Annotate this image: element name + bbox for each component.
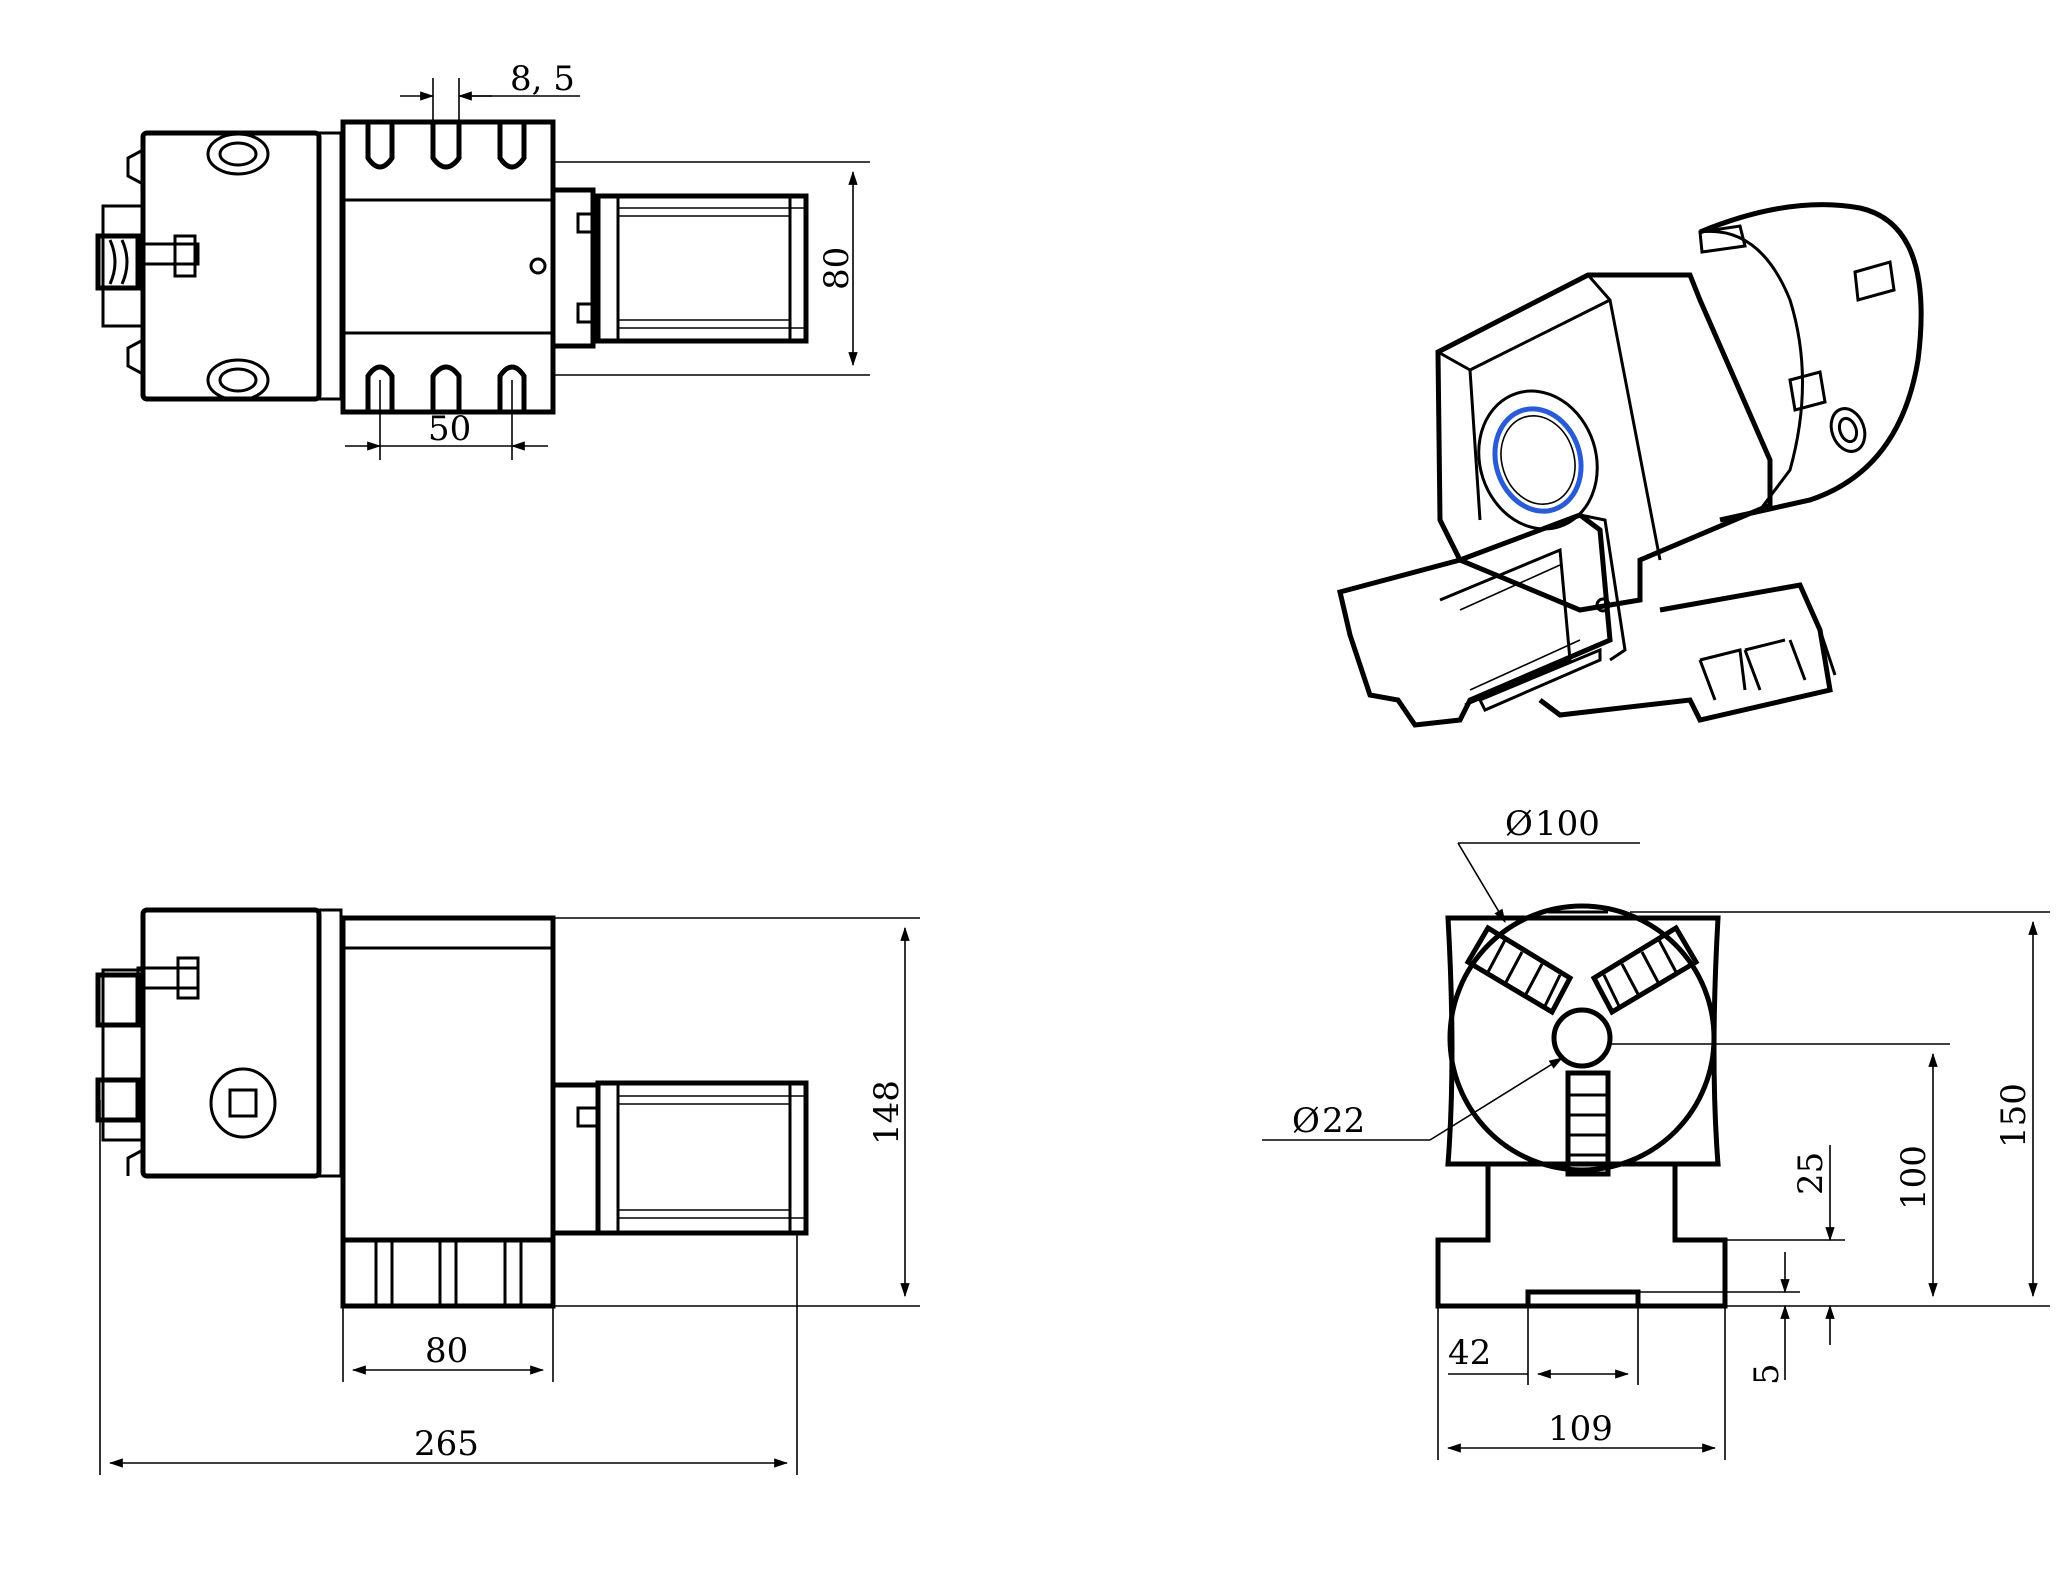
dimension-center-height: 100 (1610, 1043, 1950, 1298)
dim-label-bore-dia: 22 (1322, 1101, 1365, 1141)
top-view: 8, 5 80 50 (95, 59, 870, 460)
t-slot-top (365, 122, 527, 170)
chuck-jaw-icon (1698, 224, 1896, 412)
dimension-base-width: 109 (1446, 1306, 1726, 1460)
dimension-motor-height: 80 (553, 161, 870, 376)
dim-label-slot-spacing: 50 (428, 409, 471, 449)
chuck-jaw-icon (95, 233, 200, 291)
dim-label-base-step: 5 (1747, 1363, 1787, 1385)
dim-label-chuck-dia: 100 (1535, 804, 1600, 844)
chuck-jaw-icon (1464, 924, 1574, 1016)
bore-circle-icon (1551, 1007, 1613, 1069)
dimension-bore-dia: Ø 22 (1262, 1057, 1563, 1141)
chuck-jaw-icon (1565, 1070, 1611, 1177)
dim-label-slot-offset: 42 (1448, 1333, 1491, 1373)
dim-label-center-height: 100 (1894, 1145, 1934, 1210)
bolt-hole-icon (209, 1067, 277, 1139)
isometric-view (1337, 202, 1924, 728)
dimension-base-step: 5 (1638, 1252, 1800, 1385)
dim-label-jaw-pitch: 8, 5 (510, 59, 575, 99)
dim-label-motor-height: 80 (817, 247, 857, 290)
dimension-slot-spacing: 50 (345, 380, 548, 460)
dim-label-base-width: 109 (1548, 1409, 1613, 1449)
dim-label-base-height: 25 (1791, 1152, 1831, 1195)
dimension-slot-offset: 42 (1437, 1306, 1639, 1460)
diameter-icon: Ø (1292, 1101, 1320, 1141)
dim-label-base-length: 80 (425, 1331, 468, 1371)
dimension-total-height: 150 (1630, 911, 2050, 1307)
dimension-chuck-dia: Ø 100 (1457, 804, 1640, 924)
dimension-jaw-pitch: 8, 5 (400, 59, 580, 122)
chuck-jaw-icon (1590, 924, 1700, 1016)
dimension-base-height: 25 (1725, 1145, 1845, 1345)
dim-label-overall-height: 148 (867, 1080, 907, 1145)
dim-label-overall-length: 265 (414, 1424, 479, 1464)
dimension-overall-length: 265 (99, 1100, 798, 1475)
t-slot-bottom (365, 364, 527, 412)
bolt-hole-icon (206, 132, 270, 176)
dimension-base-length: 80 (342, 1306, 554, 1382)
bolt-hole-icon (1829, 407, 1867, 453)
lens-ring-icon (1477, 389, 1599, 531)
bolt-hole-icon (206, 358, 270, 402)
diameter-icon: Ø (1505, 804, 1533, 844)
end-view: Ø 100 Ø 22 150 100 25 (1262, 804, 2050, 1460)
dimension-overall-height: 148 (553, 917, 920, 1307)
front-view: 148 80 265 (95, 907, 920, 1475)
dim-label-total-height: 150 (1994, 1083, 2034, 1148)
chuck-jaw-icon (95, 956, 200, 1123)
